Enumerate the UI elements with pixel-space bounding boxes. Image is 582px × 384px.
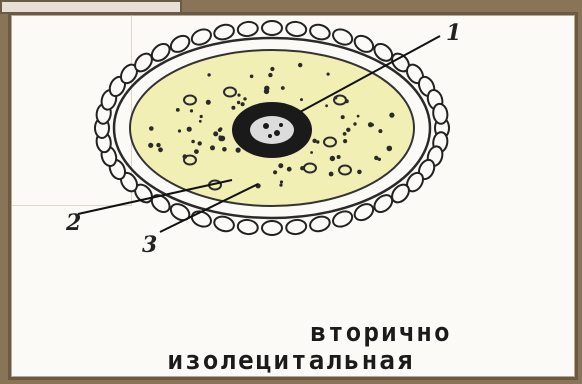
yolk-granule bbox=[218, 128, 222, 132]
label-3: 3 bbox=[142, 232, 157, 258]
yolk-granule bbox=[325, 104, 328, 107]
yolk-granule bbox=[237, 101, 240, 104]
yolk-granule bbox=[231, 106, 235, 110]
yolk-granule bbox=[198, 141, 202, 145]
caption-line-1: вторично bbox=[90, 318, 582, 348]
follicle-cell bbox=[285, 21, 307, 38]
yolk-granule bbox=[270, 67, 274, 71]
follicle-cell bbox=[213, 214, 236, 233]
yolk-granule bbox=[156, 143, 160, 147]
yolk-granule bbox=[343, 139, 347, 143]
yolk-granule bbox=[222, 147, 227, 152]
yolk-granule bbox=[149, 126, 154, 131]
yolk-granule bbox=[389, 113, 394, 118]
follicle-cell bbox=[237, 219, 259, 236]
caption-line-2: изолецитальная bbox=[0, 346, 582, 376]
yolk-granule bbox=[148, 143, 153, 148]
follicle-cell bbox=[308, 214, 331, 233]
follicle-cell bbox=[432, 103, 449, 125]
yolk-granule bbox=[287, 167, 292, 172]
yolk-granule bbox=[250, 75, 254, 79]
yolk-granule bbox=[279, 184, 282, 187]
yolk-granule bbox=[357, 170, 362, 175]
yolk-granule bbox=[191, 140, 195, 144]
yolk-granule bbox=[316, 140, 319, 143]
yolk-granule bbox=[327, 73, 330, 76]
yolk-granule bbox=[387, 146, 393, 152]
yolk-granule bbox=[207, 73, 210, 76]
yolk-granule bbox=[237, 94, 240, 97]
yolk-granule bbox=[194, 149, 199, 154]
yolk-granule bbox=[273, 170, 277, 174]
yolk-granule bbox=[353, 122, 356, 125]
nucleolus bbox=[250, 116, 294, 144]
yolk-granule bbox=[264, 86, 269, 91]
yolk-granule bbox=[220, 136, 226, 142]
follicle-cell bbox=[237, 21, 259, 38]
yolk-granule bbox=[176, 108, 180, 112]
yolk-granule bbox=[278, 163, 283, 168]
yolk-granule bbox=[330, 156, 335, 161]
yolk-granule bbox=[268, 73, 272, 77]
yolk-granule bbox=[158, 147, 163, 152]
yolk-granule bbox=[213, 131, 218, 136]
yolk-granule bbox=[178, 129, 181, 132]
yolk-granule bbox=[298, 63, 302, 67]
yolk-granule bbox=[236, 148, 241, 153]
yolk-granule bbox=[300, 98, 303, 101]
label-1: 1 bbox=[446, 20, 461, 46]
yolk-granule bbox=[343, 132, 347, 136]
yolk-granule bbox=[357, 115, 360, 118]
yolk-granule bbox=[378, 158, 381, 161]
follicle-cell bbox=[262, 221, 282, 235]
follicle-cell bbox=[285, 219, 307, 236]
yolk-granule bbox=[329, 172, 334, 177]
yolk-granule bbox=[206, 100, 211, 105]
yolk-granule bbox=[280, 180, 283, 183]
yolk-granule bbox=[241, 102, 245, 106]
yolk-granule bbox=[210, 145, 215, 150]
yolk-granule bbox=[243, 97, 246, 100]
follicle-cell bbox=[213, 23, 236, 42]
follicle-cell bbox=[308, 23, 331, 42]
yolk-granule bbox=[337, 155, 341, 159]
yolk-granule bbox=[187, 127, 192, 132]
yolk-granule bbox=[371, 123, 374, 126]
yolk-granule bbox=[378, 129, 382, 133]
yolk-granule bbox=[281, 86, 285, 90]
yolk-granule bbox=[341, 115, 345, 119]
yolk-granule bbox=[199, 120, 202, 123]
label-2: 2 bbox=[65, 210, 81, 236]
yolk-granule bbox=[346, 128, 350, 132]
yolk-granule bbox=[190, 109, 193, 112]
follicle-cell bbox=[262, 21, 282, 35]
yolk-granule bbox=[310, 151, 313, 154]
yolk-granule bbox=[200, 115, 203, 118]
